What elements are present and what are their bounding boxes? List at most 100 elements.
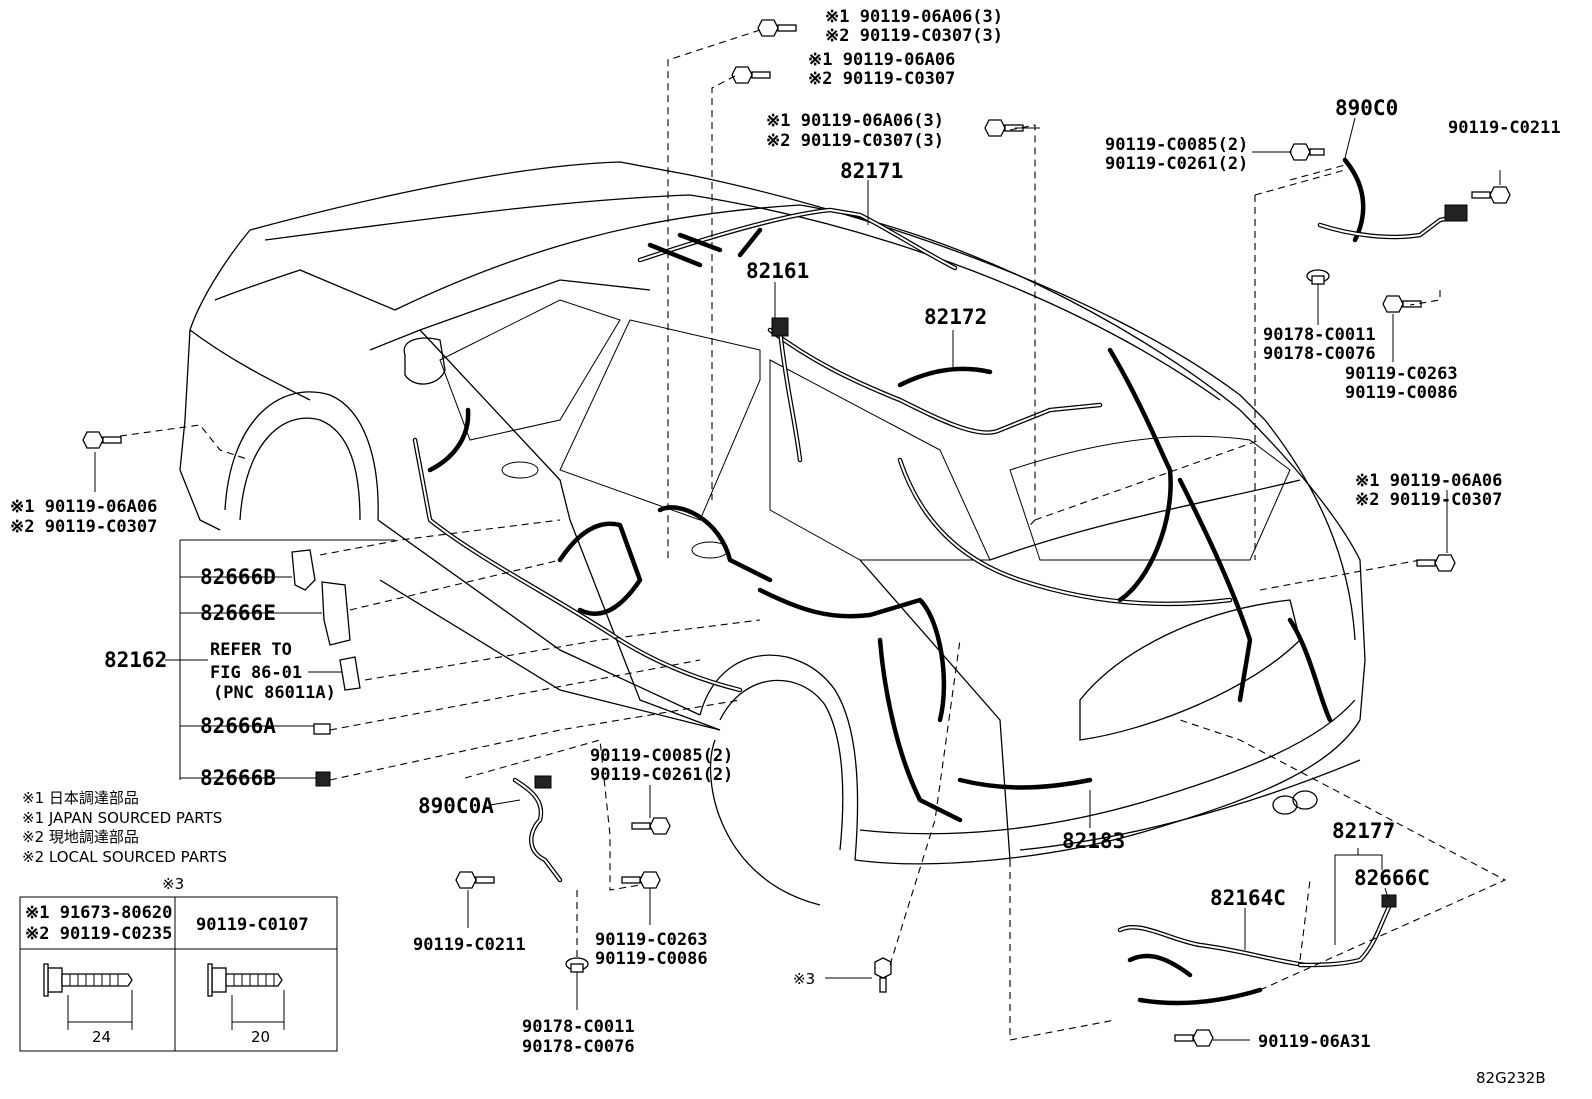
svg-text:90119-C0263: 90119-C0263 — [595, 930, 708, 950]
svg-text:※2 90119-C0307(3): ※2 90119-C0307(3) — [825, 26, 1003, 46]
label-82666D: 82666D — [200, 565, 276, 589]
sourcing-notes: ※1 日本調達部品 ※1 JAPAN SOURCED PARTS ※2 現地調達… — [22, 789, 227, 866]
svg-text:※2 90119-C0307: ※2 90119-C0307 — [10, 517, 157, 537]
bolt-icon — [455, 871, 495, 889]
flange-bolt-icon — [43, 963, 133, 997]
svg-text:※1 日本調達部品: ※1 日本調達部品 — [22, 789, 139, 807]
svg-text:90119-C0085(2): 90119-C0085(2) — [590, 746, 733, 766]
svg-text:90178-C0011: 90178-C0011 — [1263, 325, 1376, 345]
svg-text:※1 90119-06A06: ※1 90119-06A06 — [1355, 471, 1502, 491]
svg-text:※2 LOCAL SOURCED PARTS: ※2 LOCAL SOURCED PARTS — [22, 848, 227, 866]
harness-82164C — [1117, 924, 1308, 1006]
fastener-table: ※3 ※1 91673-80620 ※2 90119-C0235 90119-C… — [19, 875, 338, 1052]
part-refer — [339, 656, 361, 691]
harness-82161 — [771, 317, 803, 463]
table-title: ※3 — [162, 875, 184, 893]
part-82666B — [315, 771, 331, 787]
callout-mid-bolt-a: 90119-C0085(2) 90119-C0261(2) — [590, 746, 733, 785]
table-col1-dim: 24 — [92, 1028, 111, 1046]
bolt-icon — [757, 19, 797, 37]
bolt-icon — [621, 871, 661, 889]
bolt-icon — [82, 431, 122, 449]
svg-text:FIG 86-01: FIG 86-01 — [210, 663, 302, 683]
callout-mid-bolt-c: 90119-C0263 90119-C0086 — [595, 930, 708, 969]
callout-mid-clip: 90178-C0011 90178-C0076 — [522, 1017, 635, 1057]
harness-82172 — [767, 327, 1103, 435]
svg-text:90178-C0011: 90178-C0011 — [522, 1017, 635, 1037]
svg-text:REFER TO: REFER TO — [210, 640, 292, 660]
solid-leaders — [94, 117, 1501, 1041]
label-82164C: 82164C — [1210, 886, 1286, 910]
label-82161: 82161 — [746, 259, 809, 283]
callout-top-bolt-a: ※1 90119-06A06(3) ※2 90119-C0307(3) — [825, 7, 1003, 46]
label-82171: 82171 — [840, 159, 903, 183]
svg-text:90178-C0076: 90178-C0076 — [522, 1037, 635, 1057]
vehicle-outline — [179, 161, 1366, 906]
label-82666E: 82666E — [200, 601, 276, 625]
part-82666A — [313, 723, 331, 735]
bolt-icon — [1382, 295, 1422, 313]
callout-top-bolt-b: ※1 90119-06A06 ※2 90119-C0307 — [808, 50, 955, 89]
bolt-icon — [731, 66, 771, 84]
svg-text:90119-C0263: 90119-C0263 — [1345, 364, 1458, 384]
harness-890C0 — [1317, 157, 1468, 243]
label-82172: 82172 — [924, 305, 987, 329]
callout-refer: REFER TO FIG 86-01 (PNC 86011A) — [210, 640, 336, 703]
label-mid-bolt-b: 90119-C0211 — [413, 935, 526, 955]
svg-text:※2 90119-C0307(3): ※2 90119-C0307(3) — [766, 131, 944, 151]
harness-82171 — [637, 207, 958, 271]
clip-icon — [1306, 269, 1330, 285]
label-82666C: 82666C — [1354, 866, 1430, 890]
svg-text:90119-C0085(2): 90119-C0085(2) — [1105, 135, 1248, 155]
bolt-icon — [874, 957, 892, 993]
part-82666D — [291, 549, 316, 591]
callout-right-bolt: ※1 90119-06A06 ※2 90119-C0307 — [1355, 471, 1502, 510]
svg-text:※2 90119-C0307: ※2 90119-C0307 — [808, 69, 955, 89]
clip-icon — [565, 957, 589, 973]
svg-text:90119-C0086: 90119-C0086 — [595, 949, 708, 969]
callout-left-bolt: ※1 90119-06A06 ※2 90119-C0307 — [10, 497, 157, 537]
svg-text:90119-C0086: 90119-C0086 — [1345, 383, 1458, 403]
callout-tr-bolt-c: 90119-C0263 90119-C0086 — [1345, 364, 1458, 403]
svg-text:(PNC 86011A): (PNC 86011A) — [213, 683, 336, 703]
table-col1-line1: ※1 91673-80620 — [25, 903, 172, 923]
label-tr-bolt-b: 90119-C0211 — [1448, 118, 1561, 138]
label-82183: 82183 — [1062, 829, 1125, 853]
bolt-icon — [984, 119, 1024, 137]
svg-text:※1 JAPAN SOURCED PARTS: ※1 JAPAN SOURCED PARTS — [22, 809, 222, 827]
callout-tr-clip: 90178-C0011 90178-C0076 — [1263, 325, 1376, 364]
table-col2-dim: 20 — [251, 1028, 270, 1046]
part-82666E — [321, 581, 351, 646]
label-82162: 82162 — [104, 648, 167, 672]
label-bottom-bolt: 90119-06A31 — [1258, 1032, 1371, 1052]
dashed-leaders — [119, 29, 1507, 1041]
label-890C0: 890C0 — [1335, 96, 1398, 120]
harness-82183 — [897, 347, 1333, 790]
table-col1-line2: ※2 90119-C0235 — [25, 924, 172, 944]
svg-text:※1 90119-06A06(3): ※1 90119-06A06(3) — [766, 111, 944, 131]
harness-82177 — [1297, 894, 1397, 968]
bolt-icon — [1174, 1029, 1214, 1047]
svg-text:※1 90119-06A06: ※1 90119-06A06 — [10, 497, 157, 517]
label-82666B: 82666B — [200, 766, 276, 790]
bolt-icon — [1471, 186, 1511, 204]
callout-tr-bolt-a: 90119-C0085(2) 90119-C0261(2) — [1105, 135, 1248, 174]
svg-text:※1 90119-06A06(3): ※1 90119-06A06(3) — [825, 7, 1003, 27]
bolt-icon — [631, 817, 671, 835]
svg-text:90178-C0076: 90178-C0076 — [1263, 344, 1376, 364]
bolt-icon — [1416, 554, 1456, 572]
svg-text:90119-C0261(2): 90119-C0261(2) — [590, 765, 733, 785]
label-82177: 82177 — [1332, 819, 1395, 843]
harness-890C0A — [512, 775, 563, 883]
label-890C0A: 890C0A — [418, 794, 494, 818]
svg-text:※2 現地調達部品: ※2 現地調達部品 — [22, 828, 139, 846]
label-82666A: 82666A — [200, 714, 276, 738]
flange-bolt-icon — [207, 963, 283, 997]
table-col2-line1: 90119-C0107 — [196, 915, 309, 935]
svg-text:90119-C0261(2): 90119-C0261(2) — [1105, 154, 1248, 174]
svg-text:※2 90119-C0307: ※2 90119-C0307 — [1355, 490, 1502, 510]
callout-top-bolt-c: ※1 90119-06A06(3) ※2 90119-C0307(3) — [766, 111, 944, 151]
svg-text:※1 90119-06A06: ※1 90119-06A06 — [808, 50, 955, 70]
figure-code: 82G232B — [1476, 1069, 1546, 1087]
